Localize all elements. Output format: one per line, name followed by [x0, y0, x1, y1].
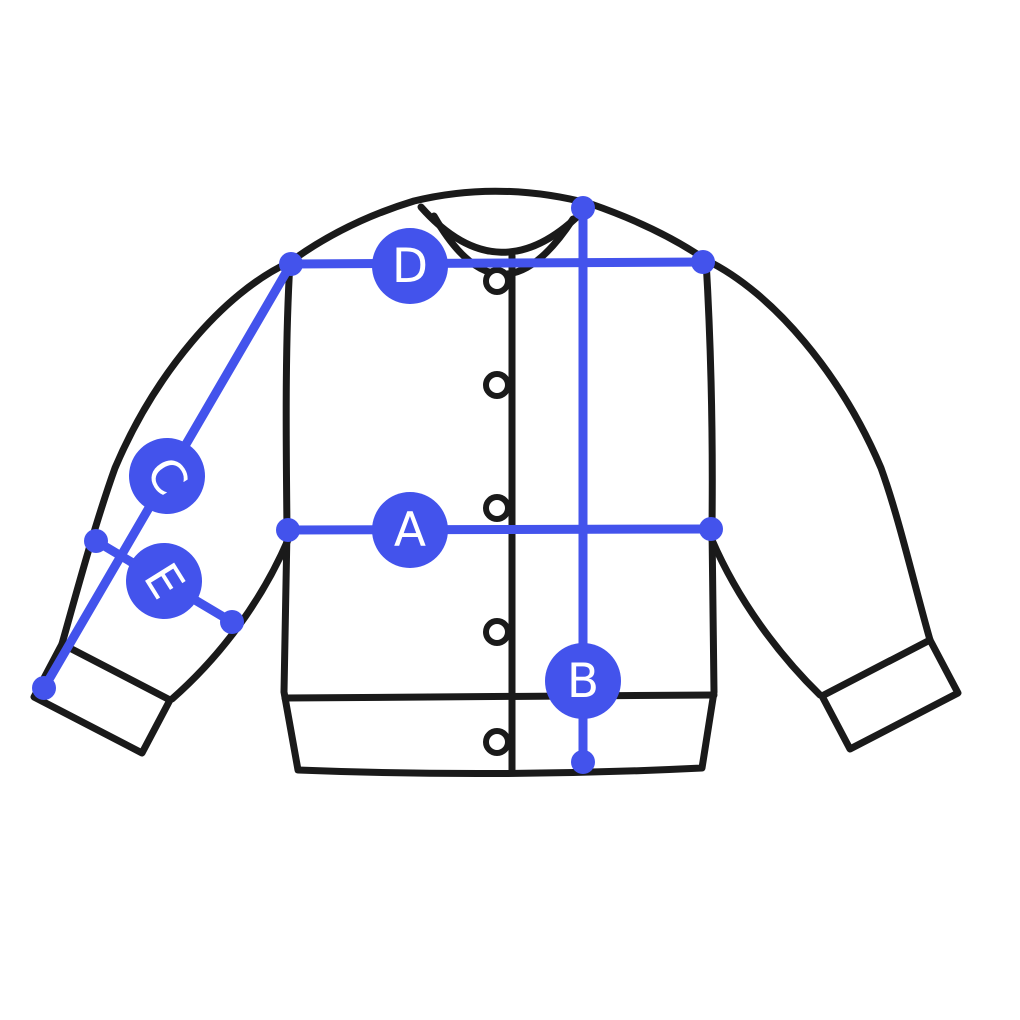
- label-badge-a: [372, 492, 448, 568]
- measurement-endpoint-dot: [571, 196, 595, 220]
- label-letter-b: B: [567, 654, 599, 709]
- button: [483, 618, 511, 646]
- cuff-right: [818, 636, 962, 753]
- label-badge-d: [372, 228, 448, 304]
- label-badge-b: [545, 643, 621, 719]
- measurement-endpoints: [32, 196, 723, 774]
- label-badge-c: [129, 438, 205, 514]
- label-letter-d: D: [392, 239, 428, 294]
- measurement-endpoint-dot: [276, 518, 300, 542]
- button: [483, 494, 511, 522]
- measurement-label-c: C: [129, 438, 205, 514]
- measurement-line-a: [283, 524, 716, 535]
- button: [483, 371, 511, 399]
- hem-band-seam: [281, 691, 718, 702]
- measurement-label-a: A: [372, 492, 448, 568]
- sleeve-right-outer-edge: [702, 256, 934, 644]
- measurement-label-b: B: [545, 643, 621, 719]
- cuff-left: [30, 640, 174, 757]
- measurement-endpoint-dot: [691, 250, 715, 274]
- sleeve-left-outer-edge: [58, 258, 294, 648]
- measurement-endpoint-dot: [699, 517, 723, 541]
- measurement-endpoint-dot: [32, 676, 56, 700]
- measurement-endpoint-dot: [571, 750, 595, 774]
- label-badge-e: [126, 543, 202, 619]
- button: [483, 267, 511, 295]
- measurement-labels: A B C D E: [126, 228, 621, 719]
- label-letter-a: A: [394, 503, 426, 558]
- measurement-endpoint-dot: [220, 610, 244, 634]
- measurement-label-e: E: [126, 543, 202, 619]
- button-column: [483, 267, 511, 756]
- garment-outline: [30, 187, 962, 778]
- measurement-endpoint-dot: [279, 252, 303, 276]
- measurement-label-d: D: [372, 228, 448, 304]
- measurement-endpoint-dot: [84, 529, 108, 553]
- measurement-line-d: [286, 257, 708, 269]
- button: [483, 728, 511, 756]
- sleeve-right-inner-edge: [708, 536, 824, 699]
